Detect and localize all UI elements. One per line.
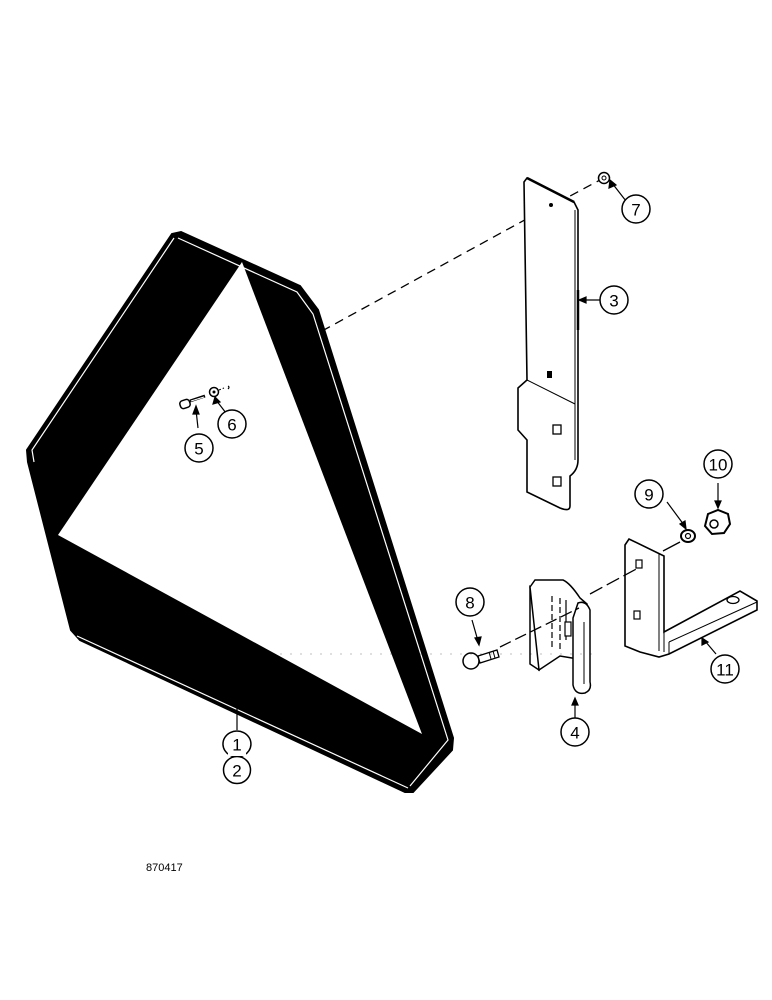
bracket-3 [517, 176, 580, 511]
lock-washer-9 [680, 529, 696, 543]
figure-id: 870417 [146, 862, 183, 874]
washer-6 [208, 385, 230, 398]
callout-10: 10 [709, 456, 728, 475]
callout-3: 3 [609, 292, 618, 311]
smv-emblem [25, 230, 455, 793]
leader-arrows [192, 178, 722, 730]
callout-4: 4 [570, 724, 579, 743]
hex-nut-10 [703, 508, 732, 536]
assembly-line-bracket-to-washer [662, 541, 681, 552]
callout-5: 5 [194, 440, 203, 459]
nut-7 [597, 171, 611, 185]
assembly-line-emblem-to-bracket [321, 204, 553, 332]
callout-9: 9 [644, 486, 653, 505]
bolt-5 [179, 394, 206, 410]
socket-4 [529, 579, 592, 695]
assembly-line-socket-to-bracket [589, 566, 641, 595]
bracket-11 [624, 537, 758, 658]
callout-11: 11 [716, 661, 734, 680]
assembly-line-bolt-to-socket [499, 607, 580, 648]
callouts [184, 194, 740, 785]
carriage-bolt-8 [462, 649, 500, 670]
callout-1: 1 [232, 736, 241, 755]
callout-6: 6 [227, 416, 236, 435]
callout-8: 8 [465, 594, 474, 613]
callout-7: 7 [631, 201, 640, 220]
callout-2: 2 [232, 762, 241, 781]
